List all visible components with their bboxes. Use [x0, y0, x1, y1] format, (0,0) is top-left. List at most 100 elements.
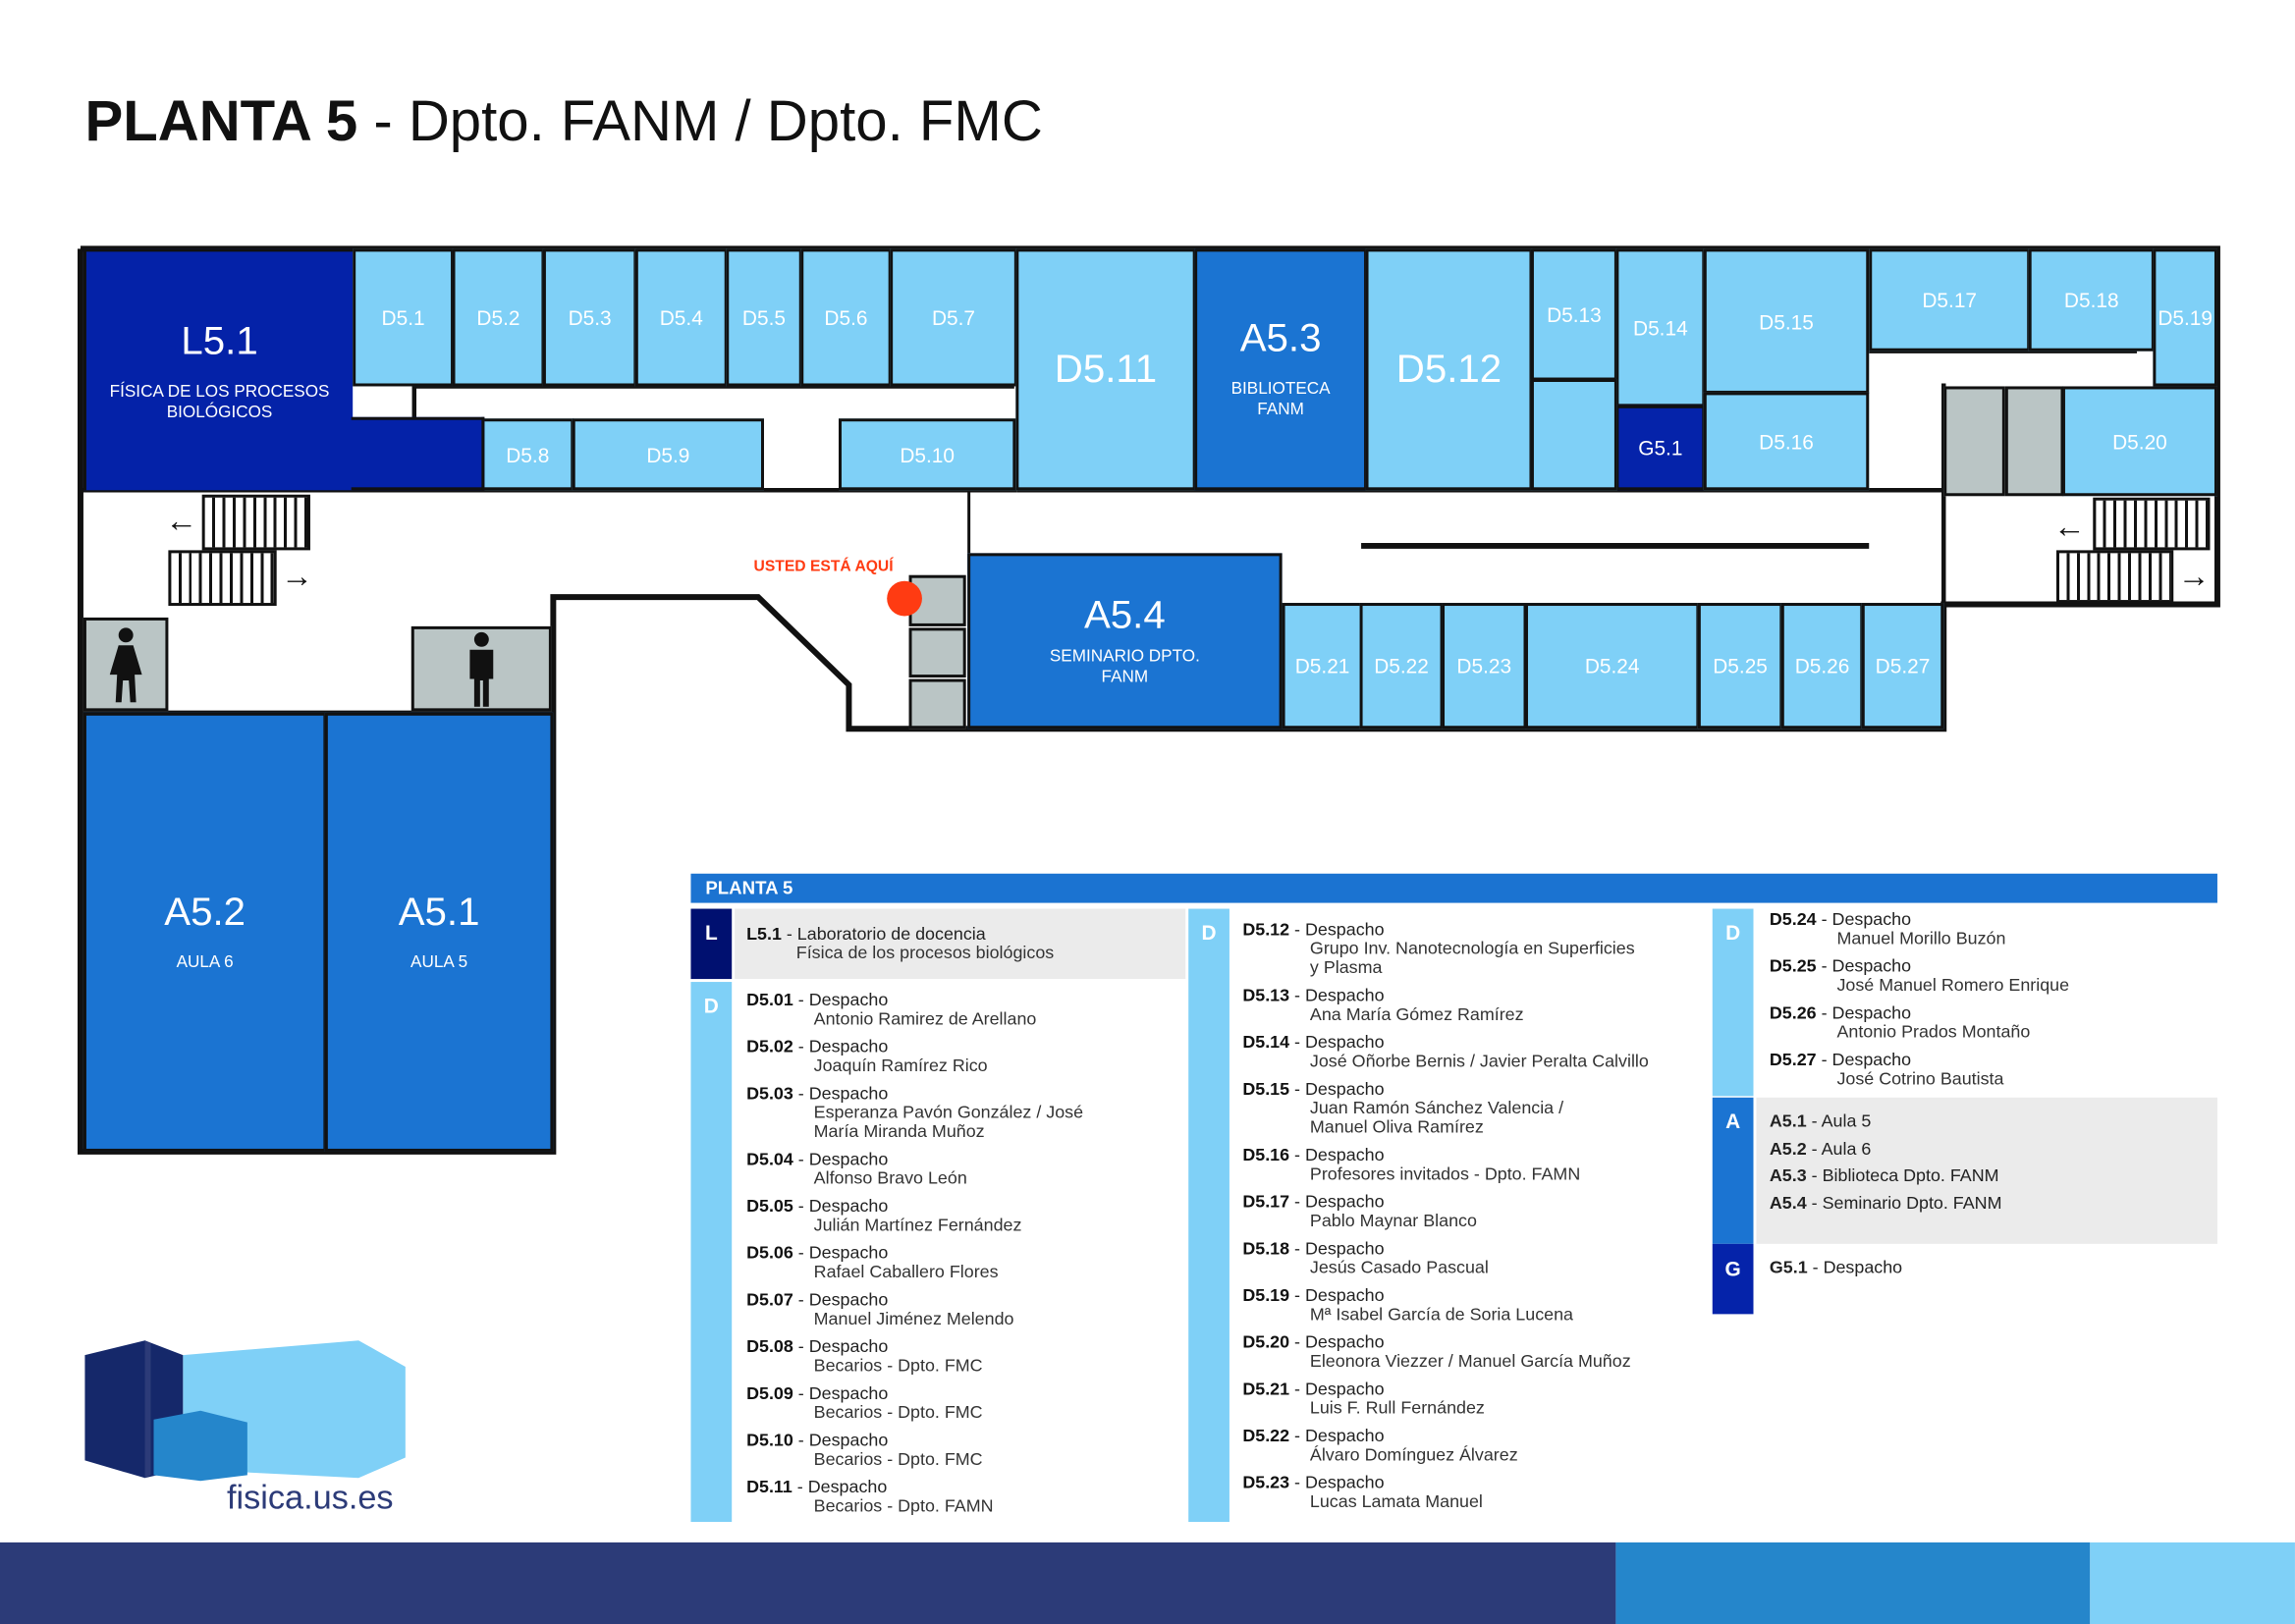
room-d5-25[interactable]: D5.25 [1697, 603, 1783, 730]
room-d5-23[interactable]: D5.23 [1442, 603, 1527, 730]
legend-occupant: Ana María Gómez Ramírez [1309, 1003, 1524, 1025]
room-label: D5.13 [1547, 302, 1602, 327]
room-d5-18[interactable]: D5.18 [2028, 248, 2155, 352]
room-label: D5.18 [2063, 288, 2119, 312]
footer-segment [0, 1542, 1616, 1624]
legend-separator: - [792, 1476, 808, 1497]
room-d5-11[interactable]: D5.11 [1015, 248, 1196, 491]
legend-code: D5.23 [1242, 1472, 1290, 1493]
room-d5-10[interactable]: D5.10 [838, 418, 1016, 491]
room-d5-21[interactable]: D5.21 [1282, 603, 1363, 730]
legend-category-l: L [690, 908, 733, 980]
legend-type: Despacho [808, 1195, 889, 1217]
legend-occupant: Becarios - Dpto. FAMN [813, 1495, 994, 1517]
room-label: D5.17 [1922, 288, 1978, 312]
room-d5-5[interactable]: D5.5 [726, 248, 802, 387]
legend-type: Despacho [1304, 1191, 1385, 1213]
legend-lab-bg [735, 908, 1186, 980]
service-room [908, 678, 966, 730]
room-d5-22[interactable]: D5.22 [1359, 603, 1444, 730]
room-label: D5.11 [1054, 347, 1158, 391]
room-d5-1[interactable]: D5.1 [353, 248, 455, 387]
footer-segment [1615, 1542, 2091, 1624]
legend-type: Despacho [808, 1036, 889, 1057]
legend-code: A5.1 [1769, 1110, 1807, 1132]
legend-type: Despacho [1304, 1425, 1385, 1446]
arrow-right-icon: → [2177, 557, 2211, 595]
room-label: D5.24 [1584, 654, 1640, 678]
legend-type: Despacho [1304, 1331, 1385, 1353]
room-d5-24[interactable]: D5.24 [1524, 603, 1700, 730]
legend-occupant: José Manuel Romero Enrique [1836, 974, 2070, 996]
legend-occupant: Rafael Caballero Flores [813, 1261, 999, 1282]
legend-type: Despacho [1304, 985, 1385, 1005]
legend-g-list: G5.1 - Despacho [1770, 1254, 1902, 1281]
legend-occupant: Jesús Casado Pascual [1309, 1257, 1489, 1278]
legend-code: D5.24 [1769, 908, 1817, 930]
logo-text: fisica.us.es [227, 1478, 394, 1517]
room-d5-17[interactable]: D5.17 [1869, 248, 2031, 352]
room-d5-6[interactable]: D5.6 [800, 248, 892, 387]
room-d5-12[interactable]: D5.12 [1365, 248, 1533, 491]
room-d5-4[interactable]: D5.4 [634, 248, 728, 387]
legend-type: Despacho [808, 989, 889, 1010]
room-label: A5.4 [1083, 591, 1166, 636]
room-d5-19[interactable]: D5.19 [2153, 248, 2217, 387]
legend-type: Despacho [1304, 1078, 1385, 1100]
legend-code: D5.16 [1242, 1144, 1290, 1165]
room-label: D5.23 [1456, 654, 1512, 678]
room-d5-13[interactable]: D5.13 [1530, 248, 1617, 381]
room-label: D5.7 [931, 305, 976, 330]
legend-separator: - [1807, 1257, 1824, 1278]
elevator [1943, 386, 2005, 497]
legend-separator: - [792, 1335, 809, 1357]
legend-code: G5.1 [1769, 1257, 1808, 1278]
room-d5-15[interactable]: D5.15 [1703, 248, 1870, 394]
room-d5-3[interactable]: D5.3 [542, 248, 637, 387]
room-d5-27[interactable]: D5.27 [1861, 603, 1944, 730]
legend-type: Despacho [1831, 955, 1912, 977]
room-d5-26[interactable]: D5.26 [1780, 603, 1864, 730]
legend-code: D5.03 [746, 1082, 793, 1104]
room-d5-14[interactable]: D5.14 [1615, 248, 1706, 407]
legend-category-d: D [1188, 908, 1229, 1523]
legend-occupant: Antonio Prados Montaño [1836, 1021, 2031, 1043]
room-d5-8[interactable]: D5.8 [481, 418, 574, 491]
room-d5-16[interactable]: D5.16 [1703, 392, 1870, 491]
legend-occupant: Manuel Morillo Buzón [1836, 927, 2006, 948]
room-d5-20[interactable]: D5.20 [2061, 386, 2217, 497]
legend-type: Despacho [1304, 1472, 1385, 1493]
legend-code: D5.02 [746, 1036, 793, 1057]
stairs-icon [201, 494, 310, 551]
legend-separator: - [1289, 1191, 1305, 1213]
legend-occupant: Becarios - Dpto. FMC [813, 1401, 983, 1423]
legend-occupant: Manuel Jiménez Melendo [813, 1308, 1014, 1329]
room-d5-7[interactable]: D5.7 [890, 248, 1017, 387]
room-label: D5.2 [476, 305, 520, 330]
legend-category-a: A [1712, 1097, 1754, 1244]
legend-occupant: José Cotrino Bautista [1836, 1067, 2004, 1089]
legend-entry: A5.2 - Aula 6 [1770, 1135, 2002, 1163]
legend-occupant: Becarios - Dpto. FMC [813, 1448, 983, 1470]
legend-occupant: Grupo Inv. Nanotecnología en Superficies… [1309, 938, 1635, 978]
legend-aula-bg [1756, 1097, 2217, 1244]
room-d5-9[interactable]: D5.9 [572, 418, 764, 491]
room-label: D5.12 [1395, 347, 1503, 391]
legend-type: Despacho [1304, 1284, 1385, 1306]
room-d5-2[interactable]: D5.2 [452, 248, 545, 387]
room-g5-1[interactable]: G5.1 [1615, 405, 1706, 491]
room-l5-1-extension[interactable] [351, 416, 485, 491]
legend-separator: - [1289, 1425, 1305, 1446]
